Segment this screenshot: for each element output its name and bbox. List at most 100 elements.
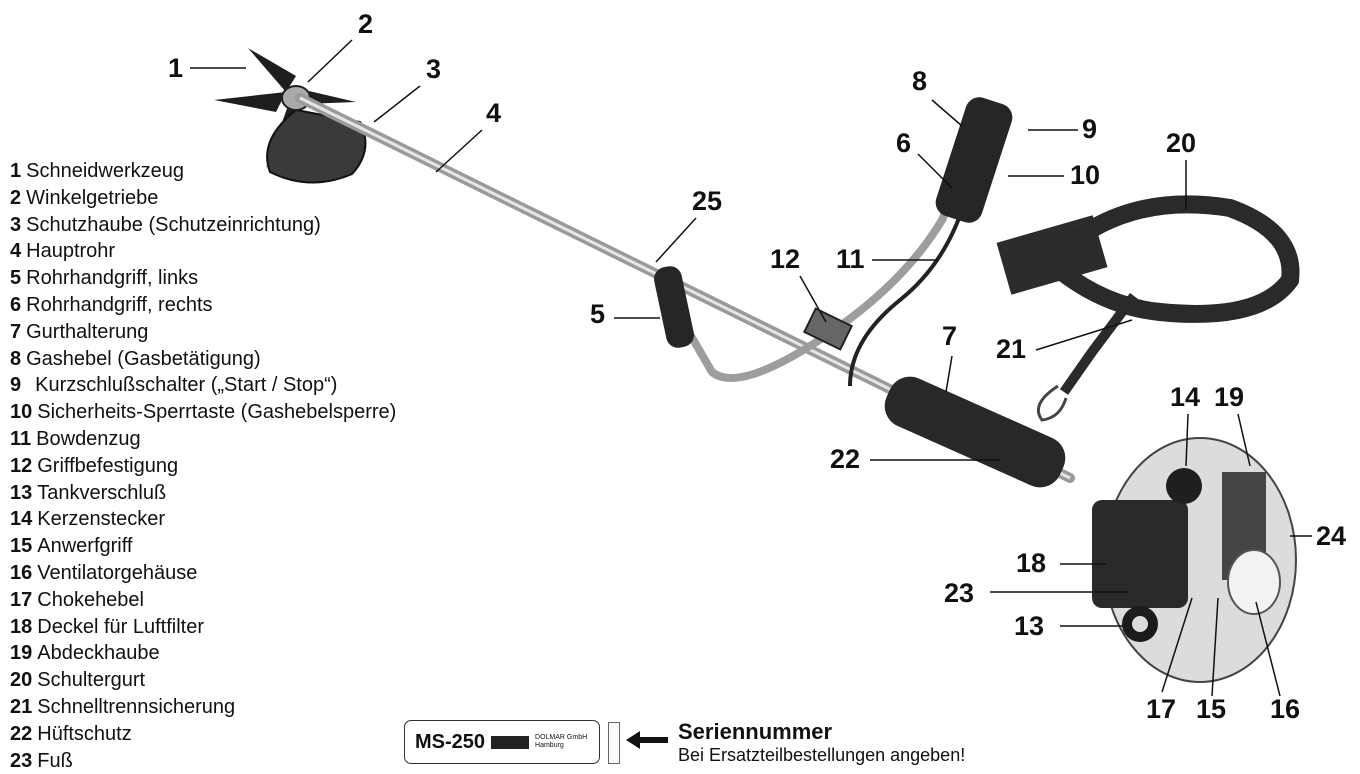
- callout-number: 2: [358, 9, 373, 39]
- callout-number: 18: [1016, 548, 1046, 578]
- callout-number: 17: [1146, 694, 1176, 724]
- leader-line: [1161, 597, 1193, 693]
- callout-number: 16: [1270, 694, 1300, 724]
- callout-number: 20: [1166, 128, 1196, 158]
- legend-item-number: 16: [10, 561, 33, 584]
- legend-item-text: Kerzenstecker: [37, 508, 166, 531]
- legend-item-number: 6: [10, 293, 22, 316]
- legend-item-text: Gashebel (Gasbetätigung): [26, 347, 261, 370]
- callout-number: 21: [996, 334, 1026, 364]
- legend-item-text: Hüftschutz: [37, 722, 132, 745]
- legend-item-text: Griffbefestigung: [37, 454, 179, 477]
- legend-item-text: Tankverschluß: [37, 481, 167, 504]
- legend-item-number: 11: [10, 427, 32, 450]
- legend-item-number: 5: [10, 267, 22, 290]
- leader-lines: [190, 39, 1312, 697]
- callout-number: 25: [692, 186, 722, 216]
- callout-number: 4: [486, 98, 501, 128]
- leader-line: [1255, 601, 1281, 697]
- shoulder-strap: [996, 195, 1300, 422]
- legend-item-text: Hauptrohr: [26, 240, 116, 263]
- leader-line: [917, 153, 953, 189]
- legend-item-number: 19: [10, 642, 33, 665]
- brushcutter-illustration: [214, 48, 1300, 683]
- legend-item-text: Abdeckhaube: [37, 642, 160, 665]
- callout-number: 15: [1196, 694, 1226, 724]
- legend-item-number: 20: [10, 669, 33, 692]
- legend-item-number: 14: [10, 508, 33, 531]
- legend-item-text: Winkelgetriebe: [26, 186, 159, 209]
- callout-number: 24: [1316, 521, 1346, 551]
- legend-item-number: 12: [10, 454, 33, 477]
- leader-line: [655, 217, 697, 263]
- legend-item-text: Fuß: [37, 749, 73, 772]
- legend-item-text: Schnelltrennsicherung: [37, 695, 236, 718]
- leader-line: [1237, 413, 1251, 467]
- legend-item-text: Sicherheits-Sperrtaste (Gashebelsperre): [37, 401, 397, 424]
- legend-item-number: 13: [10, 481, 33, 504]
- protective-guard: [266, 108, 367, 184]
- leader-line: [307, 39, 353, 83]
- leader-line: [435, 129, 483, 173]
- model-label: MS-250: [415, 730, 486, 753]
- legend-item-text: Kurzschlußschalter („Start / Stop“): [35, 374, 338, 397]
- callout-number: 5: [590, 299, 605, 329]
- legend-item-number: 10: [10, 401, 33, 424]
- legend-item-number: 8: [10, 347, 22, 370]
- callout-number: 14: [1170, 382, 1200, 412]
- legend-item-text: Schneidwerkzeug: [26, 160, 184, 182]
- legend-item-text: Chokehebel: [37, 588, 144, 611]
- callout-number: 9: [1082, 114, 1097, 144]
- nameplate: MS-250 DOLMAR GmbH Hamburg: [404, 720, 600, 764]
- legend-item-text: Schutzhaube (Schutzeinrichtung): [26, 213, 321, 236]
- callout-number: 6: [896, 128, 911, 158]
- callout-number: 8: [912, 66, 927, 96]
- leader-line: [799, 275, 827, 323]
- bowden-cable: [848, 189, 970, 387]
- leader-line: [945, 355, 953, 393]
- handlebar: [672, 146, 976, 382]
- callout-number: 23: [944, 578, 974, 608]
- callout-number: 11: [836, 244, 865, 274]
- hip-guard: [884, 376, 1066, 488]
- legend-item-number: 21: [10, 695, 33, 718]
- legend-item-number: 23: [10, 749, 33, 772]
- serial-number-title: Seriennummer: [678, 719, 833, 744]
- legend-item-number: 22: [10, 722, 33, 745]
- legend-item-number: 7: [10, 320, 22, 343]
- legend-item-text: Rohrhandgriff, rechts: [26, 293, 213, 316]
- left-handle-grip: [654, 266, 694, 348]
- callout-number: 13: [1014, 611, 1044, 641]
- callout-number: 7: [942, 321, 957, 351]
- legend-item-text: Gurthalterung: [26, 320, 149, 343]
- maker-line-1: DOLMAR GmbH: [535, 734, 588, 741]
- leader-line: [1211, 597, 1219, 697]
- legend-item-text: Schultergurt: [37, 669, 146, 692]
- serial-number-tag: [608, 722, 620, 764]
- right-handle-grip: [935, 97, 1013, 223]
- leader-line: [1185, 413, 1189, 467]
